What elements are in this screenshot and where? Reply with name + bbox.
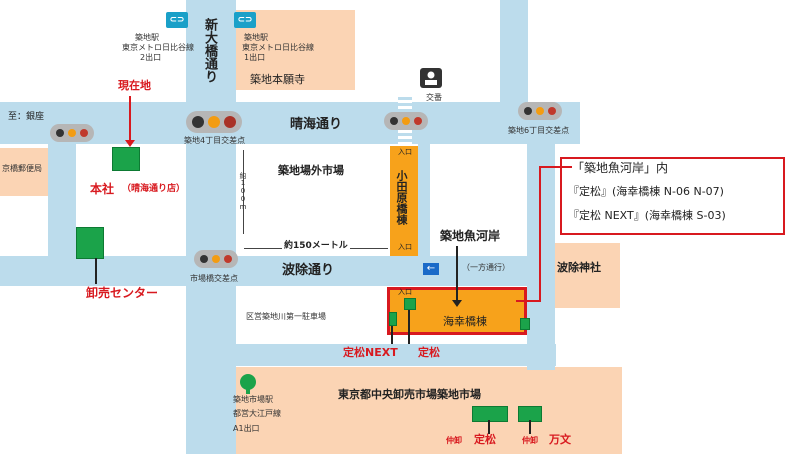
genzaichi-label: 現在地 [118,79,151,92]
block-kyobashi-post [0,148,48,196]
manbun-label: 万文 [549,433,571,446]
block-central-market [236,367,622,454]
uogashi-arrow [456,246,458,302]
nakaoroshi-label-1: 仲卸 [446,436,462,445]
parking-label: 区営築地川第一駐車場 [246,312,326,321]
road-top-right-vertical [500,0,528,102]
traffic-signal-icon [194,250,238,268]
sadamatsu-marker[interactable] [404,298,416,310]
sadamatsu-arrow [408,310,410,344]
kyobashi-post-label: 京橋郵便局 [2,164,42,173]
bottom-sadamatsu-label: 定松 [474,433,496,446]
namiyoke-label: 波除通り [282,263,335,278]
one-way-arrow-icon: ← [423,263,439,275]
tsukiji6-label: 築地6丁目交差点 [508,126,570,135]
station-1-exit: 1出口 [244,53,266,62]
market-station-name: 築地市場駅 [233,395,273,404]
info-line-3: 『定松 NEXT』(海幸橋棟 S-03) [568,209,726,222]
block-namiyoke-shrine [555,243,620,308]
sadamatsu-label: 定松 [418,346,440,359]
oroshi-center-marker[interactable] [76,227,104,259]
police-box-icon [420,68,442,88]
metro-station-icon: ⊂⊃ [234,12,256,28]
train-station-icon [238,374,258,394]
metro-station-icon: ⊂⊃ [166,12,188,28]
station-2-exit: 2出口 [140,53,162,62]
genzaichi-arrow [129,96,131,142]
info-line-1: 「築地魚河岸」内 [572,161,669,175]
central-market-label: 東京都中央卸売市場築地市場 [338,388,481,401]
bottom-sadamatsu-marker[interactable] [472,406,508,422]
info-connector [516,166,572,302]
kaikobashi-entrance: 入口 [398,288,412,296]
arrow-head [452,300,462,307]
kaikobashi-label: 海幸橋棟 [443,315,487,328]
info-box [560,157,785,235]
distance-100m-line [243,150,244,234]
honsha-sub-label: （晴海通り店） [122,184,186,194]
namiyoke-shrine-label: 波除神社 [557,261,601,274]
right-marker [520,318,530,330]
harumi-label: 晴海通り [290,117,343,132]
ichibabashi-label: 市場橋交差点 [190,274,238,283]
uogashi-label: 築地魚河岸 [440,229,501,243]
odawara-entrance-top: 入口 [398,148,412,156]
distance-150m-label: 約150メートル [282,241,350,251]
station-1-line: 東京メトロ日比谷線 [242,43,314,52]
bottom-sadamatsu-arrow [488,420,490,434]
station-1-name: 築地駅 [244,33,268,42]
station-2-line: 東京メトロ日比谷線 [122,43,194,52]
sadamatsu-next-marker[interactable] [389,312,397,326]
market-station-line: 都営大江戸線 [233,409,281,418]
oroshi-arrow [95,258,97,284]
to-ginza-label: 至：銀座 [8,112,45,122]
traffic-signal-icon [186,111,242,133]
road-namiyoke [0,256,555,286]
honsha-label: 本社 [90,182,115,196]
distance-100m-label: 約100m [239,172,247,211]
nakaoroshi-label-2: 仲卸 [522,436,538,445]
info-line-2: 『定松』(海幸橋棟 N-06 N-07) [568,185,724,198]
traffic-signal-icon [518,102,562,120]
traffic-signal-icon [384,112,428,130]
tsukiji4-label: 築地4丁目交差点 [184,136,246,145]
odawara-label: 小田原橋棟 [395,170,408,225]
manbun-arrow [529,420,531,434]
koban-label: 交番 [426,93,442,102]
arrow-head [125,140,135,147]
traffic-signal-icon [50,124,94,142]
road-south-horizontal [236,344,556,366]
market-station-exit: A1出口 [233,424,260,433]
road-shin-ohashi [186,0,236,454]
road-left-vertical [48,144,76,256]
oroshi-center-label: 卸売センター [86,286,159,300]
odawara-entrance-bottom: 入口 [398,243,412,251]
road-market-vertical [418,144,430,256]
hongwanji-label: 築地本願寺 [250,73,305,86]
one-way-label: （一方通行） [462,263,510,272]
honsha-marker[interactable] [112,147,140,171]
sadamatsu-next-label: 定松NEXT [343,346,398,359]
shin-ohashi-label: 新大橋通り [202,18,217,83]
odawara-building [390,146,418,256]
outer-market-label: 築地場外市場 [278,164,344,177]
station-2-name: 築地駅 [135,33,159,42]
road-harumi [0,102,580,144]
sadamatsu-next-arrow [391,326,393,344]
